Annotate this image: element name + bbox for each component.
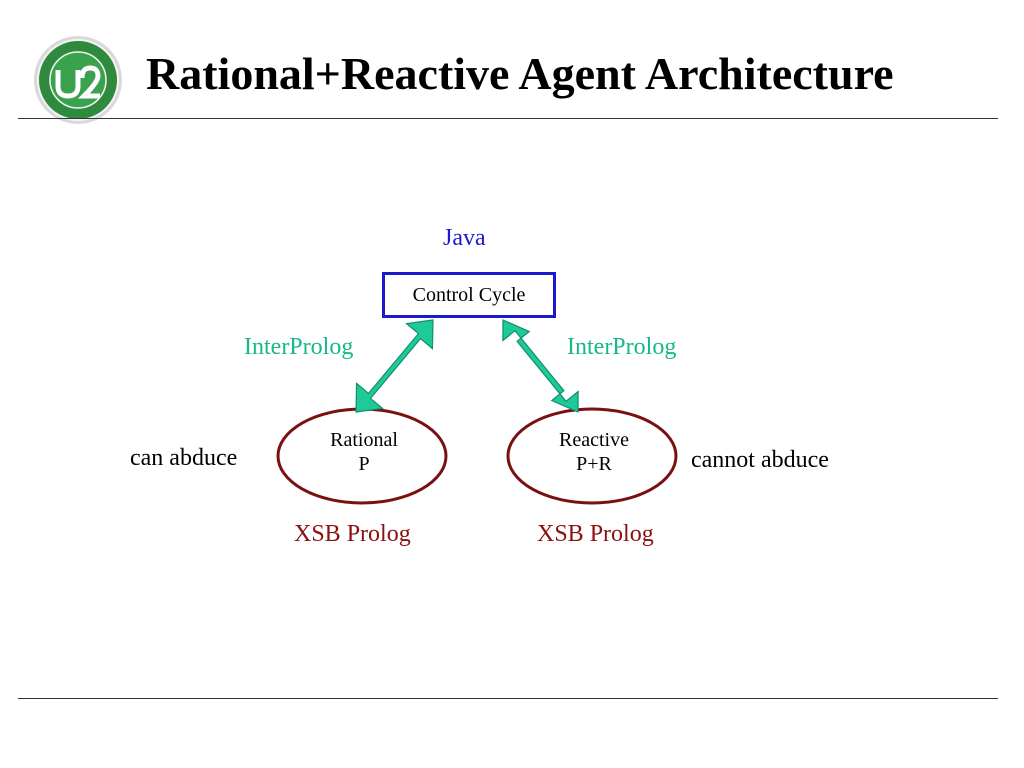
java-label: Java [443, 225, 486, 251]
control-cycle-label: Control Cycle [412, 283, 526, 306]
xsb-prolog-left-label: XSB Prolog [294, 521, 411, 547]
slide-title: Rational+Reactive Agent Architecture [146, 48, 894, 99]
rational-program-label: P [358, 453, 370, 475]
title-divider [18, 118, 998, 119]
reactive-ellipse [506, 407, 678, 505]
right-double-arrow-icon [502, 319, 579, 413]
can-abduce-label: can abduce [130, 445, 238, 471]
footer-divider [18, 698, 998, 699]
reactive-program-label: P+R [576, 453, 612, 475]
rational-node-text: Rational P [308, 428, 420, 476]
xsb-prolog-right-label: XSB Prolog [537, 521, 654, 547]
reactive-node-text: Reactive P+R [538, 428, 650, 476]
university-logo-icon [34, 36, 122, 124]
interprolog-right-label: InterProlog [567, 334, 677, 360]
rational-label: Rational [330, 429, 398, 451]
cannot-abduce-label: cannot abduce [691, 447, 829, 473]
reactive-label: Reactive [559, 429, 629, 451]
interprolog-left-label: InterProlog [244, 334, 354, 360]
control-cycle-box: Control Cycle [382, 272, 556, 318]
left-double-arrow-icon [355, 319, 434, 413]
